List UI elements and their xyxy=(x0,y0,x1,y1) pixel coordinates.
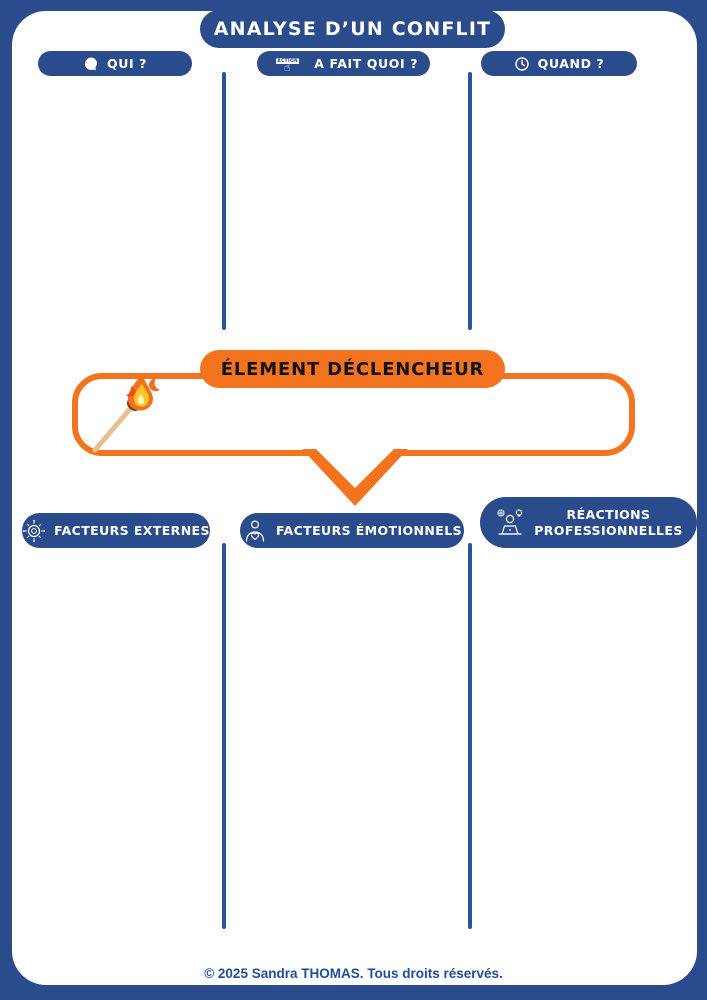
column-header-facteurs-externes: FACTEURS EXTERNES xyxy=(22,513,210,548)
action-button-glyph: ACTION xyxy=(276,57,300,64)
copyright-footer: © 2025 Sandra THOMAS. Tous droits réserv… xyxy=(204,966,503,981)
column-header-reactions-professionnelles: RÉACTIONS PROFESSIONNELLES xyxy=(480,497,697,548)
column-header-facteurs-emotionnels: FACTEURS ÉMOTIONNELS xyxy=(240,513,464,548)
page-title-label: ANALYSE D’UN CONFLIT xyxy=(213,18,492,40)
clock-icon xyxy=(514,56,530,72)
page-title: ANALYSE D’UN CONFLIT xyxy=(200,10,505,48)
column-divider xyxy=(468,543,472,929)
external-network-icon xyxy=(22,519,46,543)
pointing-hand-icon: ☝ xyxy=(283,60,292,74)
action-click-icon: ACTION ☝ xyxy=(269,55,306,73)
self-hug-heart-icon xyxy=(242,518,268,544)
column-divider xyxy=(222,543,226,929)
column-divider xyxy=(468,72,472,330)
column-header-quand-label: QUAND ? xyxy=(537,56,605,71)
column-header-a-fait-quoi: ACTION ☝ A FAIT QUOI ? xyxy=(257,51,430,76)
worker-ideas-icon xyxy=(494,508,526,538)
column-divider xyxy=(222,72,226,330)
column-header-a-fait-quoi-label: A FAIT QUOI ? xyxy=(314,56,419,71)
column-header-facteurs-externes-label: FACTEURS EXTERNES xyxy=(54,523,210,538)
trigger-title: ÉLEMENT DÉCLENCHEUR xyxy=(200,350,505,388)
column-header-reactions-professionnelles-label: RÉACTIONS PROFESSIONNELLES xyxy=(534,506,683,538)
column-header-facteurs-emotionnels-label: FACTEURS ÉMOTIONNELS xyxy=(276,523,462,538)
trigger-title-label: ÉLEMENT DÉCLENCHEUR xyxy=(220,358,485,380)
burning-match-icon xyxy=(85,372,185,461)
column-header-qui-label: QUI ? xyxy=(106,56,148,71)
head-profile-icon xyxy=(83,56,99,72)
column-header-quand: QUAND ? xyxy=(481,51,637,76)
column-header-qui: QUI ? xyxy=(38,51,192,76)
